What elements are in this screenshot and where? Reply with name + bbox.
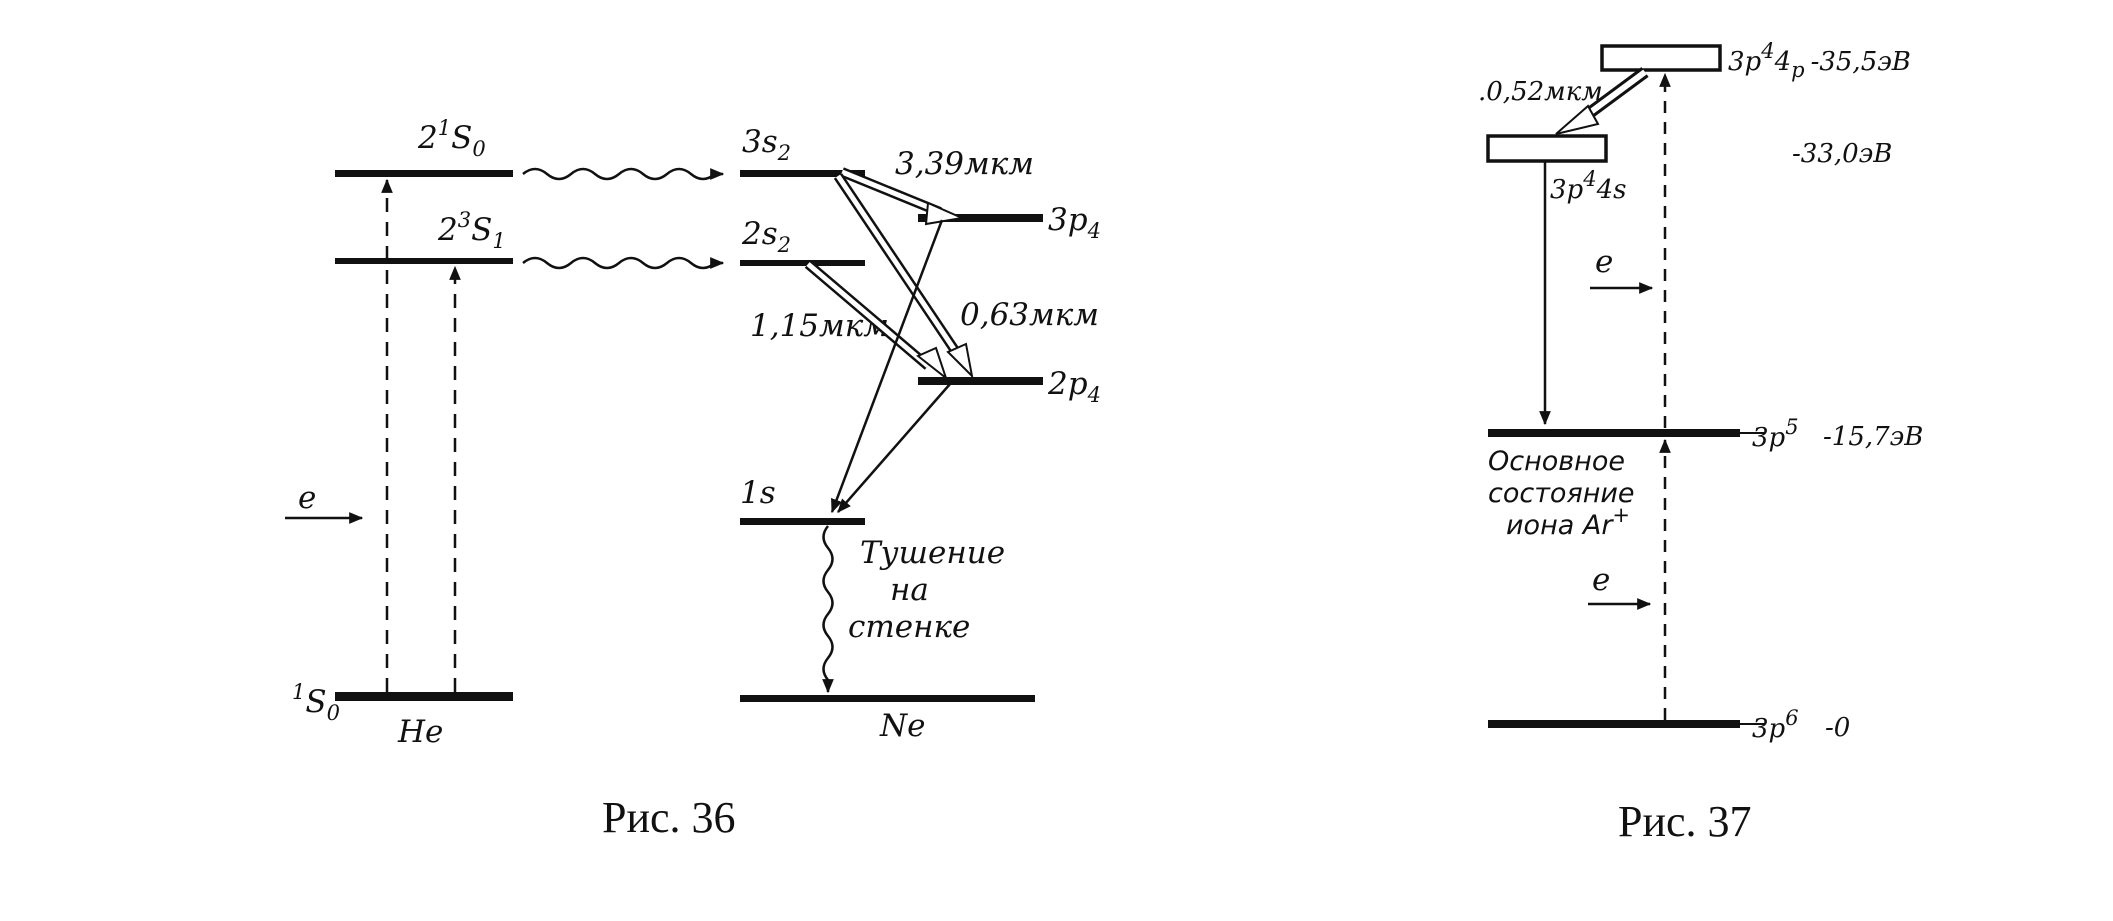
ar-label-middle: 3p44s — [1550, 167, 1626, 205]
ne-name: Ne — [879, 708, 925, 744]
laser-transition-1-15um — [804, 260, 949, 381]
ne-label-3p4: 3p4 — [1048, 202, 1101, 243]
he-level-2-3s1 — [335, 258, 513, 264]
caption-fig36: Рис. 36 — [602, 793, 736, 842]
ne-level-2p4 — [918, 377, 1043, 385]
quench-label-1: Тушение — [860, 535, 1005, 571]
ion-description-1: Основное — [1488, 446, 1625, 477]
ion-description-2: состояние — [1488, 478, 1635, 509]
transfer-wavy-arrow-2 — [522, 256, 725, 270]
ne-level-1s — [740, 518, 865, 525]
electron-label-fig37-upper: e — [1595, 244, 1613, 280]
ne-label-3s2: 3s2 — [742, 124, 791, 165]
ne-label-2s2: 2s2 — [741, 216, 791, 257]
ar-level-ion — [1488, 429, 1740, 437]
quench-label-2: на — [890, 572, 929, 608]
electron-label-fig36: e — [298, 480, 316, 516]
wall-quenching-arrow — [822, 525, 834, 694]
ar-label-ion: 3p5 — [1752, 415, 1799, 453]
he-level-1s0 — [335, 692, 513, 701]
he-label-2-3s1: 23S1 — [437, 208, 506, 253]
ne-label-2p4: 2p4 — [1047, 366, 1101, 407]
he-label-2-1s0: 21S0 — [417, 116, 486, 161]
ne-level-3p4 — [918, 214, 1043, 222]
quench-label-3: стенке — [848, 609, 970, 645]
ar-energy-ion: -15,7эВ — [1823, 422, 1923, 452]
ar-label-ground: 3p6 — [1752, 706, 1799, 744]
laser-transition-0-52um — [1555, 67, 1649, 135]
transition-2p4-to-1s — [837, 383, 951, 513]
figure-37: 3p44p-35,5эВ 3p44s -33,0эВ 3p5 -15,7эВ 3… — [1478, 39, 1923, 846]
ar-level-upper-box — [1600, 44, 1722, 72]
caption-fig37: Рис. 37 — [1618, 797, 1752, 846]
ar-level-middle-box — [1486, 134, 1608, 163]
electron-label-fig37-lower: e — [1592, 562, 1610, 598]
ar-label-upper: 3p44p-35,5эВ — [1728, 39, 1911, 82]
transition-3p4-to-1s — [830, 219, 944, 514]
ar-energy-middle: -33,0эВ — [1792, 139, 1892, 169]
figure-36: 21S0 23S1 1S0 He e 3s2 2s2 3p4 2p4 1s Ne… — [285, 116, 1101, 842]
ne-level-2s2 — [740, 260, 865, 266]
ar-energy-ground: -0 — [1825, 713, 1850, 743]
transfer-wavy-arrow-1 — [522, 167, 725, 181]
he-label-1s0: 1S0 — [292, 680, 340, 725]
ion-description-3: иона Ar+ — [1506, 503, 1630, 541]
laser-transition-0-63um — [833, 173, 974, 379]
ne-level-3s2 — [740, 170, 865, 177]
wavelength-0-63um: 0,63мкм — [960, 297, 1099, 333]
ar-level-ground — [1488, 720, 1740, 728]
he-name: He — [397, 714, 443, 750]
ne-level-ground — [740, 695, 1035, 702]
laser-transition-3-39um — [840, 167, 966, 226]
wavelength-3-39um: 3,39мкм — [895, 146, 1034, 182]
ne-label-1s: 1s — [740, 475, 776, 511]
he-level-2-1s0 — [335, 170, 513, 177]
wavelength-0-52um: .0,52мкм — [1478, 77, 1603, 107]
